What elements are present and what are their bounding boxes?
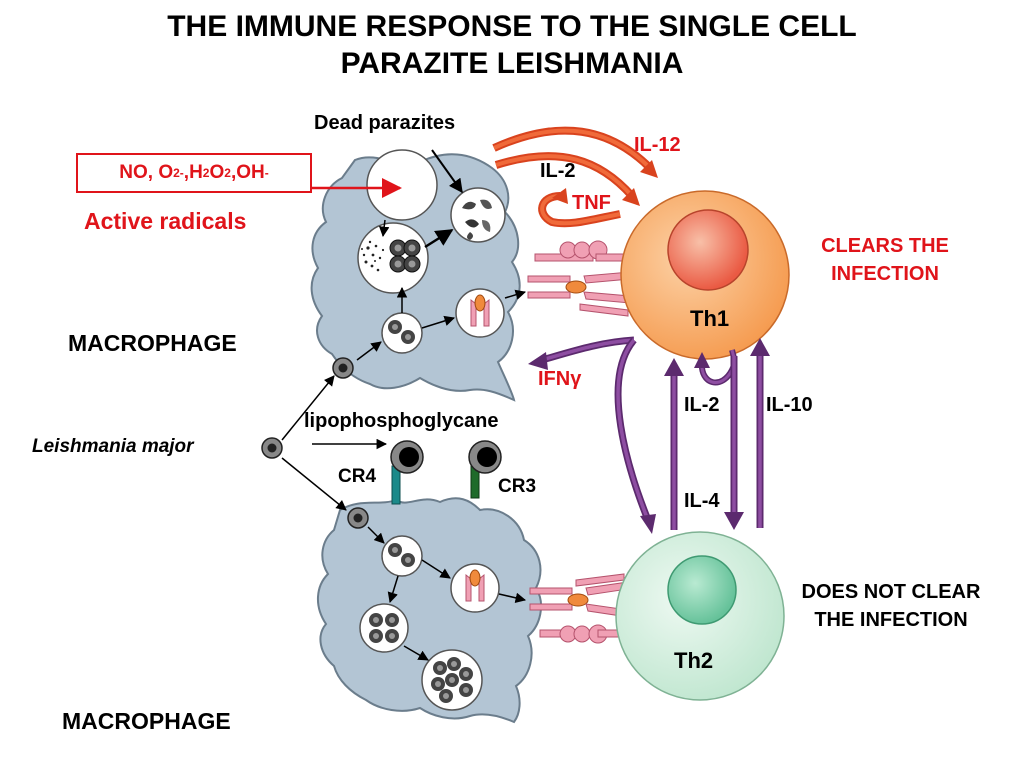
phagosome-two-parasites [381, 312, 423, 354]
radicals-h-sub: 2 [202, 166, 210, 180]
page-title: THE IMMUNE RESPONSE TO THE SINGLE CELL P… [0, 8, 1024, 82]
radicals-h: ,H [183, 162, 203, 183]
tnf-loop-arrow [538, 188, 621, 228]
clears-infection-label: CLEARS THE INFECTION [790, 232, 980, 288]
clears-line-2: INFECTION [831, 263, 939, 285]
th1-cell [620, 190, 790, 360]
cr3-receptor [468, 440, 502, 499]
radicals-no: NO, O [119, 162, 174, 183]
receptor-complex-bottom-lower [539, 624, 627, 644]
il12-arrow [492, 126, 658, 178]
th2-cell [615, 531, 785, 701]
il2-top-label: IL-2 [540, 160, 576, 182]
internal-arrows-top [356, 149, 527, 361]
active-radicals-label: Active radicals [84, 208, 247, 234]
cr4-receptor [390, 440, 424, 505]
dead-parasites-vacuole [450, 187, 506, 243]
ifn-gamma-arrow [528, 336, 635, 370]
il2-mid-label: IL-2 [684, 394, 720, 416]
il4-th1-to-th2-arrow [724, 356, 744, 530]
th2-label: Th2 [674, 648, 714, 673]
radicals-o-sub: 2 [173, 166, 180, 180]
receptor-complex-top-upper [534, 240, 627, 262]
macrophage-bottom-label: MACROPHAGE [62, 708, 231, 734]
title-line-1: THE IMMUNE RESPONSE TO THE SINGLE CELL [167, 10, 857, 43]
ifn-gamma-label: IFNγ [538, 368, 582, 390]
lipophosphoglycane-label: lipophosphoglycane [304, 410, 499, 432]
il12-label: IL-12 [634, 134, 681, 156]
parasite-entering-top [332, 357, 354, 379]
leishmania-arrows [281, 375, 388, 511]
il2-th2-to-th1-arrow [664, 358, 684, 530]
leishmania-major-label: Leishmania major [32, 436, 194, 457]
antigen-vesicle-top [455, 288, 505, 338]
radicals-o2-sub: 2 [224, 166, 231, 180]
th1-label: Th1 [690, 306, 730, 331]
receptor-complex-top-lower [527, 271, 631, 317]
dead-parazites-label: Dead parazites [314, 112, 456, 134]
radicals-o-sup: - [179, 166, 184, 180]
il2-top-arrow [494, 152, 640, 206]
antigen-vesicle-bottom [450, 563, 500, 613]
il4-label: IL-4 [684, 490, 720, 512]
th1-to-th2-arrow [614, 337, 656, 534]
il10-th2-to-th1-arrow [750, 338, 770, 528]
title-line-2: PARAZITE LEISHMANIA [340, 47, 684, 80]
il10-label: IL-10 [766, 394, 813, 416]
receptor-complex-bottom-upper [529, 573, 629, 618]
clears-line-1: CLEARS THE [821, 235, 949, 257]
macrophage-top-label: MACROPHAGE [68, 330, 237, 356]
phagosome-bottom-large [421, 649, 483, 711]
tnf-label: TNF [572, 192, 611, 214]
not-clear-line-2: THE INFECTION [814, 609, 968, 631]
radicals-o2: O [209, 162, 225, 183]
radicals-oh: ,OH [230, 162, 265, 183]
cr4-label: CR4 [338, 466, 377, 487]
radicals-oh-sup: - [264, 166, 269, 180]
phagosome-bottom-medium [359, 603, 409, 653]
phagosome-bottom-small [381, 535, 423, 577]
cr3-label: CR3 [498, 476, 537, 497]
does-not-clear-label: DOES NOT CLEAR THE INFECTION [776, 578, 1006, 634]
parasite-entering-bottom [347, 507, 369, 529]
debris-vacuole [357, 222, 429, 294]
leishmania-parasite [261, 437, 283, 459]
not-clear-line-1: DOES NOT CLEAR [801, 581, 981, 603]
macrophage-bottom-cell [317, 497, 543, 724]
empty-vacuole [366, 149, 438, 221]
internal-arrows-bottom [367, 526, 527, 661]
